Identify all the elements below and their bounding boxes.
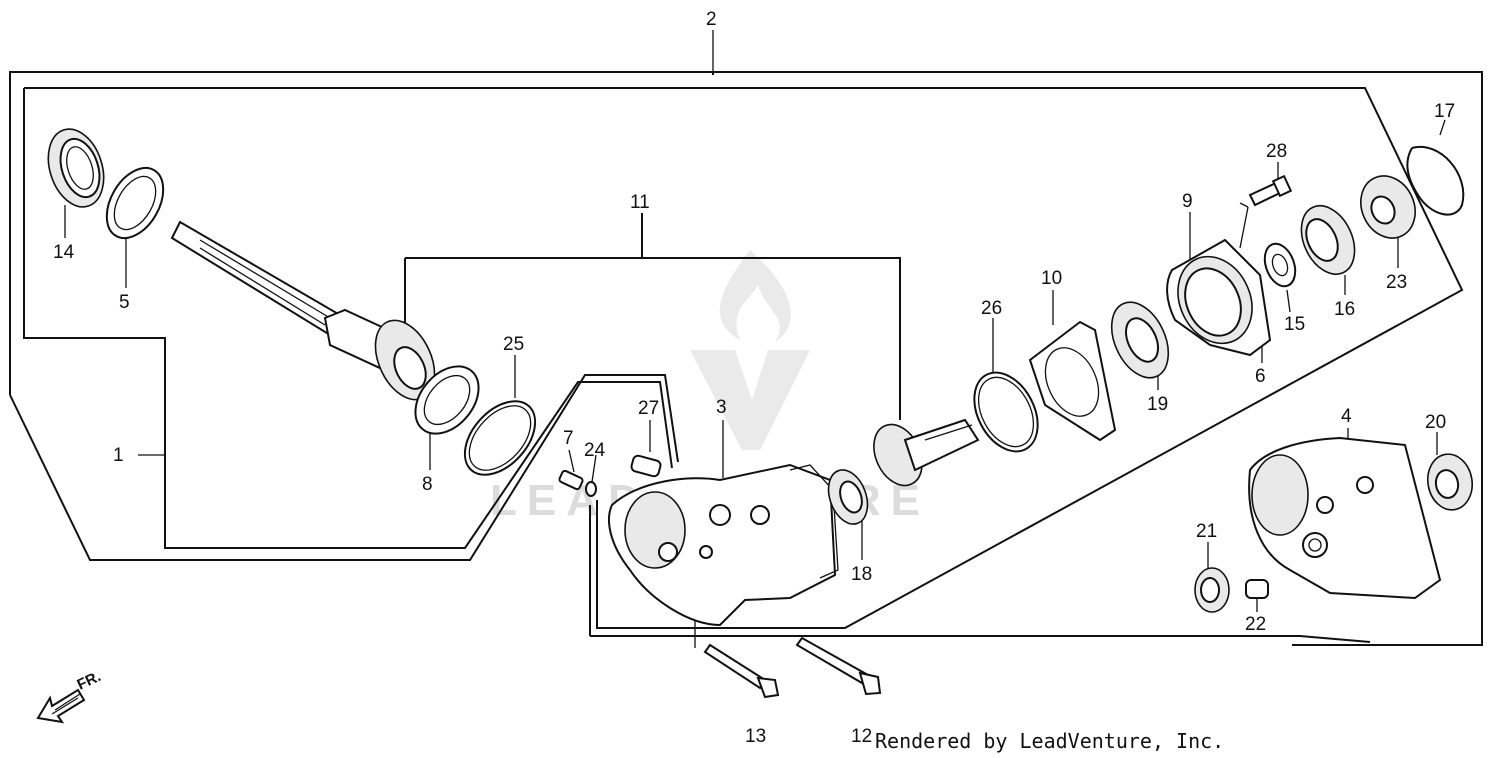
callout-20: 20 <box>1425 412 1446 433</box>
callout-25: 25 <box>503 334 524 355</box>
part-12-bolt <box>795 636 882 696</box>
part-19-bearing <box>1110 301 1170 379</box>
part-3-gear-case <box>608 463 839 627</box>
callout-6: 6 <box>1255 366 1266 387</box>
part-4-gear-case <box>1248 436 1442 600</box>
part-23-seal <box>1360 175 1416 239</box>
part-10-gasket <box>1028 320 1117 442</box>
part-11-bevel-gear <box>873 418 980 487</box>
callout-23: 23 <box>1386 272 1407 293</box>
callout-3: 3 <box>716 397 727 418</box>
assembly-outlines <box>9 71 1483 646</box>
callout-2: 2 <box>706 9 717 30</box>
callout-11: 11 <box>630 192 650 213</box>
callout-8: 8 <box>422 474 433 495</box>
callout-27: 27 <box>638 398 659 419</box>
part-25-oring <box>463 400 537 476</box>
part-8-washer <box>414 365 480 435</box>
callout-4: 4 <box>1341 406 1352 427</box>
part-21-bearing <box>1194 567 1230 613</box>
callout-9: 9 <box>1182 191 1193 212</box>
part-22-plug <box>1245 579 1269 599</box>
part-11-drive-shaft <box>170 220 436 401</box>
part-5-washer <box>105 166 165 240</box>
part-16-seal <box>1300 205 1356 275</box>
part-7-pin <box>558 469 584 491</box>
callout-22: 22 <box>1245 614 1266 635</box>
leader-lines <box>64 30 1446 648</box>
callout-15: 15 <box>1284 314 1305 335</box>
callout-28: 28 <box>1266 141 1287 162</box>
callout-1: 1 <box>113 445 124 466</box>
part-24-washer <box>585 481 597 497</box>
callout-12: 12 <box>851 726 872 747</box>
callout-labels: 1 2 3 4 5 6 7 8 9 10 11 12 13 14 15 16 1… <box>53 9 1455 747</box>
callout-16: 16 <box>1334 299 1355 320</box>
part-20-seal <box>1426 453 1474 511</box>
part-9-bearing-holder <box>1166 238 1272 357</box>
callout-21: 21 <box>1196 521 1217 542</box>
part-17-snap-ring <box>1406 145 1465 216</box>
part-13-bolt <box>703 643 780 699</box>
callout-5: 5 <box>119 292 130 313</box>
callout-17: 17 <box>1434 101 1455 122</box>
part-14-seal <box>47 128 105 208</box>
callout-19: 19 <box>1147 394 1168 415</box>
callout-10: 10 <box>1041 268 1062 289</box>
front-direction-indicator: FR. <box>36 668 104 724</box>
callout-24: 24 <box>584 440 606 461</box>
callout-18: 18 <box>851 564 872 585</box>
render-credit: Rendered by LeadVenture, Inc. <box>875 729 1224 753</box>
callout-13: 13 <box>745 726 766 747</box>
callout-26: 26 <box>981 298 1002 319</box>
part-28-bolt <box>1248 174 1293 207</box>
callout-7: 7 <box>563 428 574 449</box>
callout-14: 14 <box>53 242 75 263</box>
part-26-oring <box>973 371 1039 453</box>
parts <box>47 128 1474 699</box>
part-27-dowel <box>630 454 662 478</box>
part-18-bearing <box>827 469 869 525</box>
direction-label: FR. <box>75 668 104 694</box>
part-15-gear <box>1263 242 1297 288</box>
